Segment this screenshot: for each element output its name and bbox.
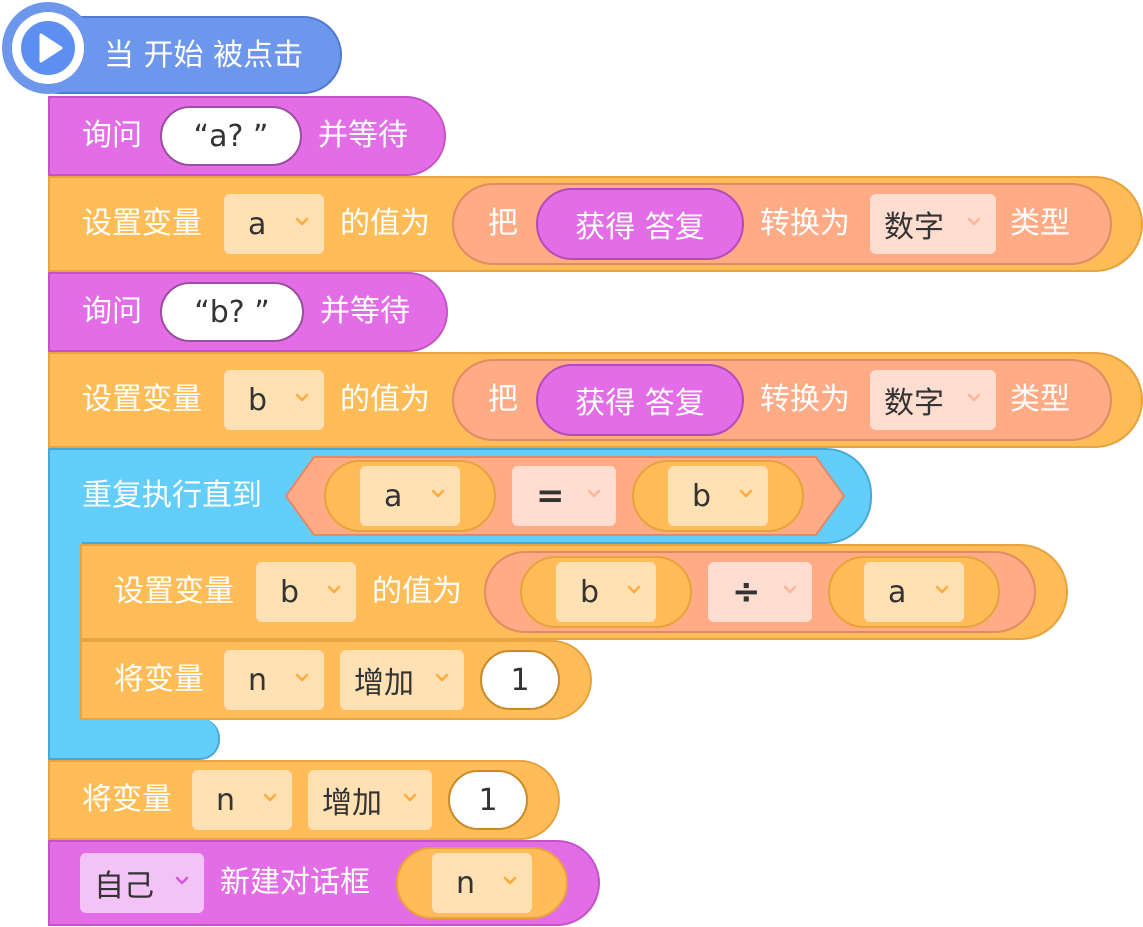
type-dropdown-value: 数字 [884, 386, 944, 421]
type-suffix-label: 类型 [1010, 382, 1070, 417]
chevron-down-icon [435, 673, 449, 682]
ask-label: 询问 [82, 294, 142, 329]
variable-dropdown-value: b [692, 478, 712, 514]
chevron-down-icon [295, 217, 309, 226]
variable-dropdown[interactable]: a [864, 562, 964, 622]
ask-prompt-input[interactable]: “a? ” [160, 106, 302, 166]
variable-dropdown-value: a [888, 574, 907, 610]
value-label: 的值为 [340, 382, 430, 417]
type-dropdown[interactable]: 数字 [870, 194, 996, 254]
chevron-down-icon [935, 585, 949, 594]
variable-dropdown[interactable]: n [432, 853, 532, 913]
operator-value: = [536, 476, 565, 516]
action-dropdown-value: 增加 [354, 666, 414, 701]
amount-input[interactable]: 1 [448, 770, 528, 830]
chevron-down-icon [431, 489, 445, 498]
set-variable-label: 设置变量 [82, 206, 202, 241]
type-dropdown-value: 数字 [884, 210, 944, 245]
change-variable-label: 将变量 [114, 662, 204, 697]
repeat-until-label: 重复执行直到 [82, 478, 262, 513]
chevron-down-icon [739, 489, 753, 498]
operator-dropdown[interactable]: ÷ [708, 562, 812, 622]
chevron-down-icon [627, 585, 641, 594]
variable-dropdown[interactable]: b [556, 562, 656, 622]
variable-dropdown[interactable]: n [224, 650, 324, 710]
chevron-down-icon [327, 585, 341, 594]
target-dropdown[interactable]: 自己 [80, 853, 204, 913]
chevron-down-icon [263, 793, 277, 802]
value-label: 的值为 [340, 206, 430, 241]
variable-dropdown-value: b [248, 382, 268, 418]
chevron-down-icon [295, 673, 309, 682]
amount-input[interactable]: 1 [480, 650, 560, 710]
variable-dropdown[interactable]: n [192, 770, 292, 830]
variable-dropdown-value: a [248, 206, 267, 242]
action-dropdown-value: 增加 [322, 786, 382, 821]
action-dropdown[interactable]: 增加 [308, 770, 432, 830]
variable-dropdown[interactable]: a [224, 194, 324, 254]
get-answer-reporter[interactable]: 获得 答复 [536, 364, 744, 436]
set-variable-label: 设置变量 [114, 574, 234, 609]
repeat-until-spine [48, 540, 82, 722]
repeat-until-foot [48, 718, 220, 760]
ask-wait-label: 并等待 [318, 118, 408, 153]
ba-label: 把 [488, 382, 518, 417]
chevron-down-icon [967, 393, 981, 402]
chevron-down-icon [295, 393, 309, 402]
chevron-down-icon [967, 217, 981, 226]
ask-prompt-input[interactable]: “b? ” [160, 282, 304, 342]
variable-dropdown-value: n [456, 865, 476, 901]
variable-dropdown[interactable]: b [256, 562, 356, 622]
chevron-down-icon [783, 585, 797, 594]
new-dialog-label: 新建对话框 [220, 865, 370, 900]
variable-dropdown[interactable]: b [224, 370, 324, 430]
chevron-down-icon [403, 793, 417, 802]
variable-dropdown-value: b [280, 574, 300, 610]
variable-dropdown-value: b [580, 574, 600, 610]
get-answer-reporter[interactable]: 获得 答复 [536, 188, 744, 260]
variable-dropdown-value: n [216, 782, 236, 818]
convert-label: 转换为 [760, 382, 850, 417]
value-label: 的值为 [372, 574, 462, 609]
action-dropdown[interactable]: 增加 [340, 650, 464, 710]
hat-label: 当 开始 被点击 [104, 38, 304, 73]
variable-dropdown[interactable]: a [360, 466, 460, 526]
convert-label: 转换为 [760, 206, 850, 241]
play-icon[interactable] [19, 19, 77, 77]
target-dropdown-value: 自己 [94, 869, 154, 904]
ask-wait-label: 并等待 [320, 294, 410, 329]
variable-dropdown-value: a [384, 478, 403, 514]
type-suffix-label: 类型 [1010, 206, 1070, 241]
ba-label: 把 [488, 206, 518, 241]
chevron-down-icon [587, 489, 601, 498]
chevron-down-icon [503, 876, 517, 885]
variable-dropdown[interactable]: b [668, 466, 768, 526]
operator-value: ÷ [732, 572, 761, 612]
operator-dropdown[interactable]: = [512, 466, 616, 526]
variable-dropdown-value: n [248, 662, 268, 698]
change-variable-label: 将变量 [82, 782, 172, 817]
type-dropdown[interactable]: 数字 [870, 370, 996, 430]
ask-label: 询问 [82, 118, 142, 153]
chevron-down-icon [175, 876, 189, 885]
set-variable-label: 设置变量 [82, 382, 202, 417]
